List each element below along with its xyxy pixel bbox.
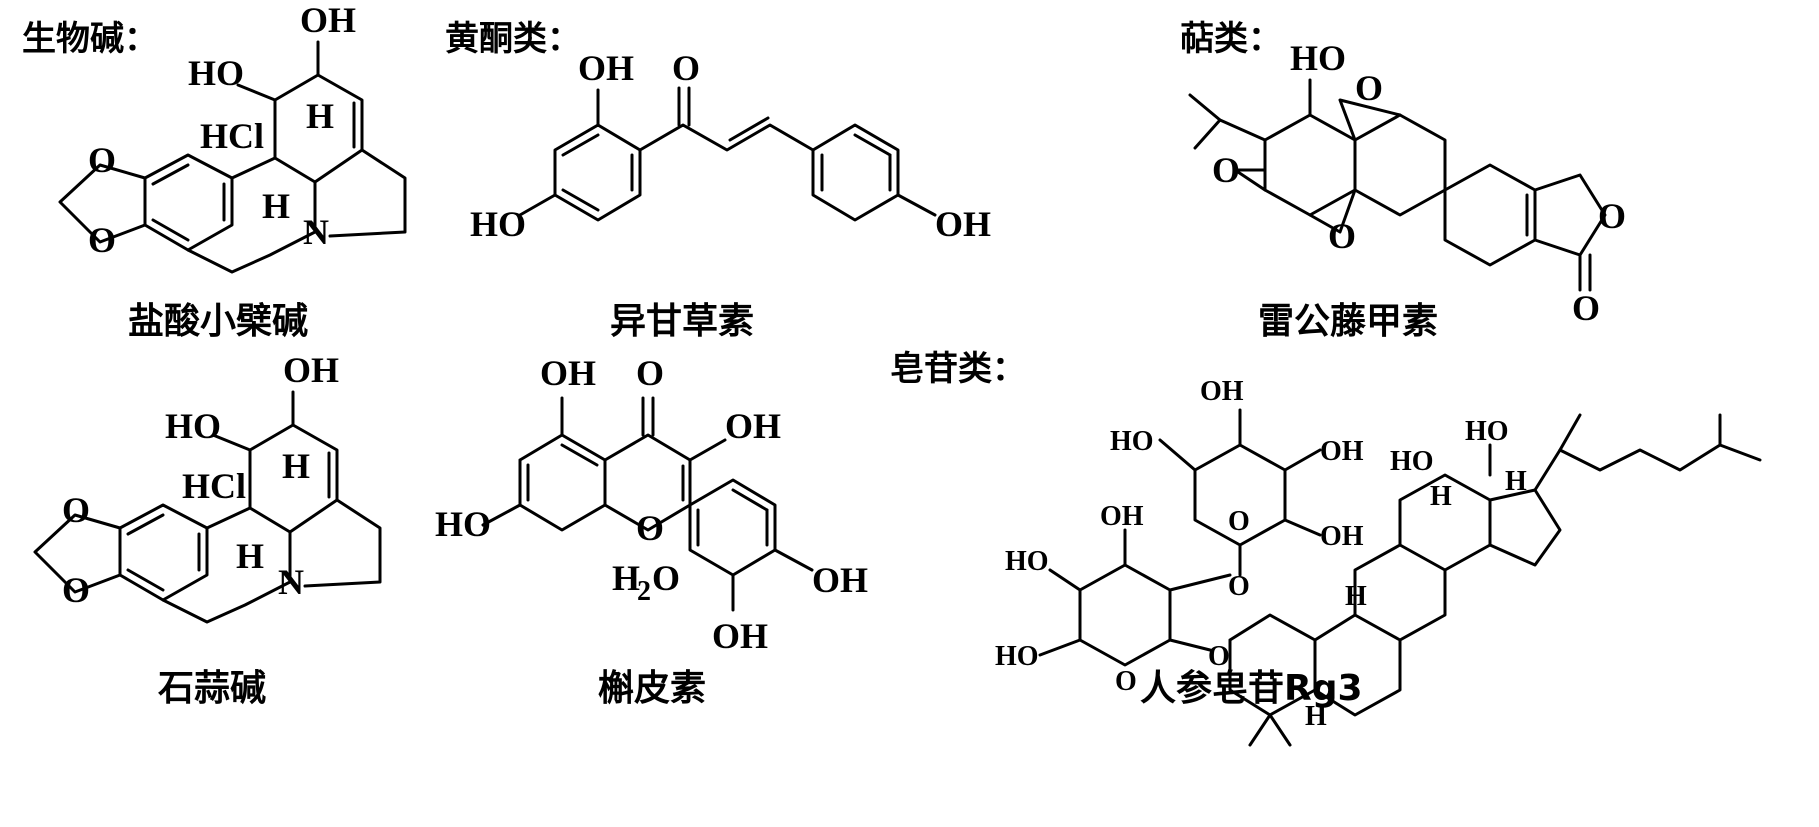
compound-name-ginsenoside-rg3: 人参皂苷Rg3 — [1140, 668, 1363, 709]
atom-h: H — [1345, 581, 1367, 612]
compound-name-berberine-hcl: 盐酸小檗碱 — [128, 301, 308, 342]
atom-o: O — [1115, 666, 1137, 697]
atom-h: H — [1505, 466, 1527, 497]
atom-o: O — [88, 140, 116, 180]
atom-o: O — [62, 570, 90, 610]
atom-o: O — [1572, 288, 1600, 328]
atom-hcl: HCl — [182, 466, 246, 506]
atom-o: O — [1598, 196, 1626, 236]
atom-o: O — [88, 220, 116, 260]
atom-h: H — [282, 446, 310, 486]
atom-ho: HO — [995, 641, 1039, 672]
atom-o: O — [1208, 641, 1230, 672]
atom-oh: OH — [712, 616, 768, 656]
atom-hcl: HCl — [200, 116, 264, 156]
atom-oh: OH — [1320, 436, 1364, 467]
atom-oh: OH — [540, 353, 596, 393]
atom-h: H — [262, 186, 290, 226]
atom-ho: HO — [188, 53, 244, 93]
atom-n: N — [278, 562, 304, 602]
atom-ho: HO — [1110, 426, 1154, 457]
atom-ho: HO — [1390, 446, 1434, 477]
atom-o: O — [1212, 150, 1240, 190]
atom-h2o-h: H — [612, 558, 640, 598]
atom-ho: HO — [470, 204, 526, 244]
atom-oh: OH — [1200, 376, 1244, 407]
atom-oh: OH — [283, 350, 339, 390]
atom-h2o-o: O — [652, 558, 680, 598]
category-saponins: 皂苷类： — [890, 349, 1026, 389]
category-terpenoids: 萜类： — [1180, 19, 1282, 59]
atom-ho: HO — [435, 504, 491, 544]
atom-h: H — [1305, 701, 1327, 732]
atom-o: O — [62, 490, 90, 530]
compound-name-isoliquiritigenin: 异甘草素 — [610, 301, 754, 342]
atom-ho: HO — [1005, 546, 1049, 577]
category-alkaloids: 生物碱： — [22, 19, 158, 59]
structure-quercetin: OH O OH HO O H 2 O OH OH — [435, 353, 868, 656]
atom-o: O — [1328, 216, 1356, 256]
atom-o: O — [672, 48, 700, 88]
structure-triptolide: HO O O O O O — [1188, 38, 1626, 328]
atom-oh: OH — [578, 48, 634, 88]
atom-n: N — [303, 212, 329, 252]
atom-o: O — [636, 508, 664, 548]
structure-berberine-hcl: OH HO HCl H H O O N — [58, 0, 407, 274]
atom-ho: HO — [1465, 416, 1509, 447]
structure-ginsenoside-rg3: OH HO OH OH O O OH HO HO O O HO HO H H H… — [995, 376, 1762, 747]
atom-h2o-subscript: 2 — [637, 576, 651, 607]
atom-o: O — [1228, 571, 1250, 602]
structure-lycorine: OH HO HCl H H O O N — [33, 350, 382, 624]
compound-name-lycorine: 石蒜碱 — [158, 668, 266, 709]
atom-oh: OH — [935, 204, 991, 244]
atom-ho: HO — [165, 406, 221, 446]
structure-isoliquiritigenin: OH O HO OH — [470, 48, 991, 244]
atom-oh: OH — [725, 406, 781, 446]
atom-oh: OH — [1320, 521, 1364, 552]
atom-oh: OH — [812, 560, 868, 600]
atom-h: H — [1430, 481, 1452, 512]
atom-o: O — [1355, 68, 1383, 108]
atom-o: O — [636, 353, 664, 393]
category-flavonoids: 黄酮类： — [445, 19, 581, 59]
compound-name-triptolide: 雷公藤甲素 — [1258, 301, 1438, 342]
atom-oh: OH — [1100, 501, 1144, 532]
atom-oh: OH — [300, 0, 356, 40]
atom-h: H — [306, 96, 334, 136]
atom-ho: HO — [1290, 38, 1346, 78]
atom-o: O — [1228, 506, 1250, 537]
atom-h: H — [236, 536, 264, 576]
compound-name-quercetin: 槲皮素 — [598, 668, 706, 709]
